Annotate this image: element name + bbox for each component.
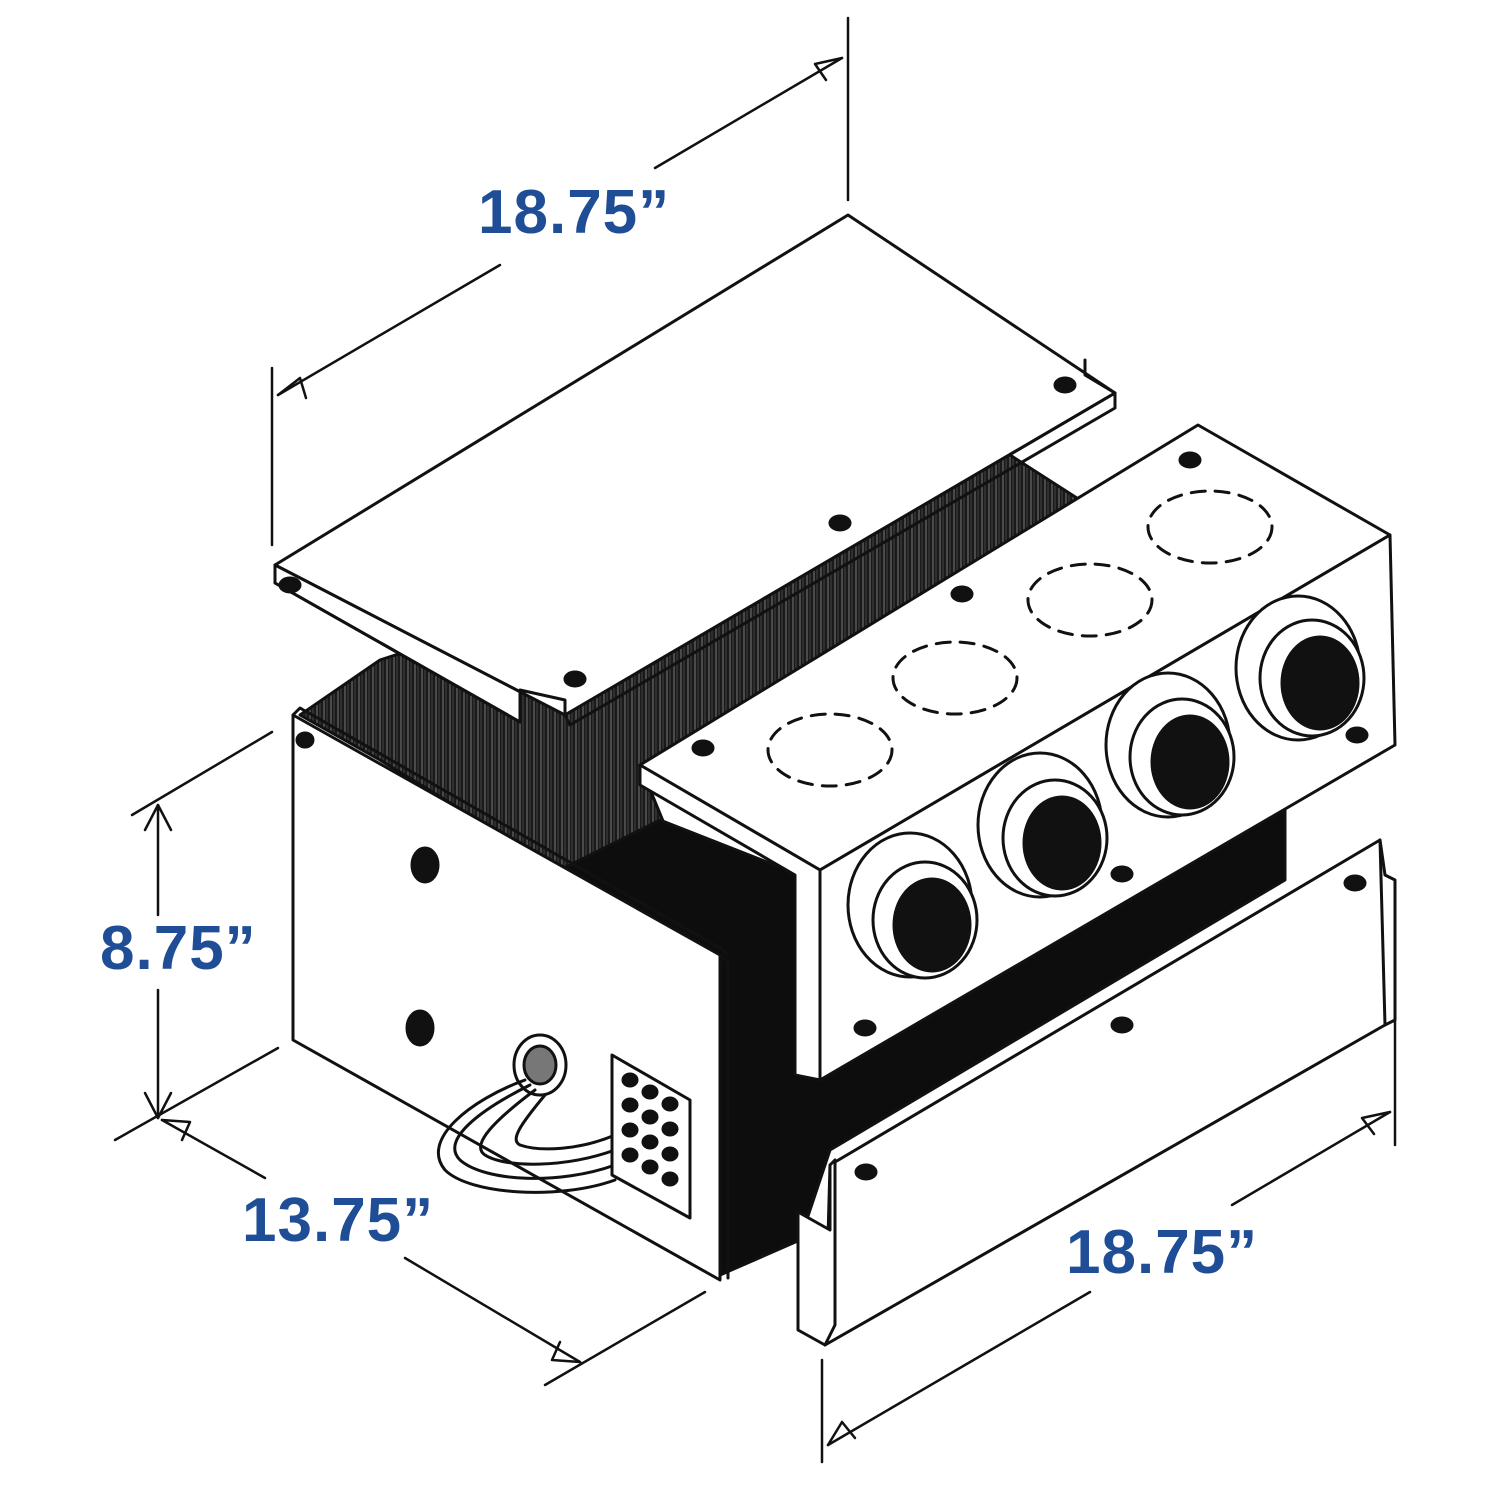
cover-screw-hole [563, 670, 587, 688]
dimension-label-top-width: 18.75” [478, 178, 671, 247]
mount-hole [295, 731, 315, 749]
cover-screw-hole [278, 576, 302, 594]
plenum-screw-hole [1110, 865, 1134, 883]
dimension-label-height: 8.75” [100, 914, 257, 983]
plate-screw-hole [1343, 874, 1367, 892]
knockout-outline [891, 640, 1019, 716]
mount-hole [410, 846, 440, 884]
plate-screw-hole [1110, 1016, 1134, 1034]
outlet-collar [846, 831, 979, 980]
wire-harness [437, 1078, 617, 1194]
bottom-plate-edge [796, 1158, 837, 1347]
dimension-label-depth: 13.75” [242, 1186, 435, 1255]
mount-hole [405, 1009, 435, 1047]
knockout-outline [1026, 562, 1154, 638]
knockout-outline [766, 712, 894, 788]
cover-screw-hole [1053, 376, 1077, 394]
dimension-line-depth [160, 1118, 267, 1180]
plenum-screw-hole [1345, 726, 1369, 744]
dimension-label-bottom-width: 18.75” [1066, 1218, 1259, 1287]
outlet-collar [1234, 594, 1366, 742]
plenum-screw-hole [950, 585, 974, 603]
outlet-collar [976, 751, 1109, 899]
plate-screw-hole [854, 1163, 878, 1181]
plenum-screw-hole [691, 739, 715, 757]
knockout-outline [1146, 489, 1274, 565]
plenum-screw-hole [1178, 451, 1202, 469]
cover-screw-hole [828, 514, 852, 532]
outlet-collar [1104, 671, 1236, 819]
plenum-screw-hole [853, 1019, 877, 1037]
